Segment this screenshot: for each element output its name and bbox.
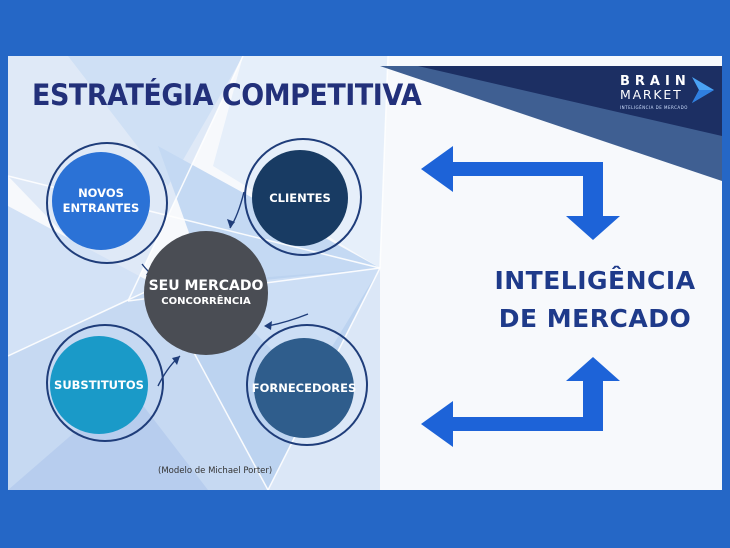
node-seu-mercado-line2: CONCORRÊNCIA [161,296,251,307]
arrow-bottom [421,357,620,447]
intelligence-line2: DE MERCADO [498,304,692,333]
node-fornecedores-label: FORNECEDORES [251,380,357,395]
slide-frame: ESTRATÉGIA COMPETITIVA BRAIN MARKET INTE… [8,56,722,490]
fornecedores-ring [246,324,368,446]
node-substitutos-label: SUBSTITUTOS [54,377,144,392]
node-clientes: CLIENTES [252,150,348,246]
node-novos-entrantes-line1: NOVOS [78,186,124,200]
brand-mark-icon [692,77,714,103]
substitutos-ring [46,324,164,442]
node-seu-mercado-line1: SEU MERCADO [148,278,264,294]
node-seu-mercado: SEU MERCADO CONCORRÊNCIA [144,231,268,355]
page-title: ESTRATÉGIA COMPETITIVA [32,78,422,112]
node-novos-entrantes-line2: ENTRANTES [62,201,140,215]
node-novos-entrantes: NOVOS ENTRANTES [52,152,150,250]
node-fornecedores: FORNECEDORES [251,338,357,438]
caption: (Modelo de Michael Porter) [158,466,273,476]
brand-logo: BRAIN MARKET INTELIGÊNCIA DE MERCADO [620,74,714,114]
brand-name-top: BRAIN [620,74,691,89]
clientes-ring [244,138,362,256]
brand-tagline: INTELIGÊNCIA DE MERCADO [620,105,688,110]
node-clientes-label: CLIENTES [269,190,331,205]
intelligence-line1: INTELIGÊNCIA [494,266,696,295]
node-substitutos: SUBSTITUTOS [50,336,148,434]
arrow-top [421,146,620,240]
intelligence-heading: INTELIGÊNCIA DE MERCADO [490,262,700,338]
novos-entrantes-ring [46,142,168,264]
brand-name-bottom: MARKET [620,87,683,102]
